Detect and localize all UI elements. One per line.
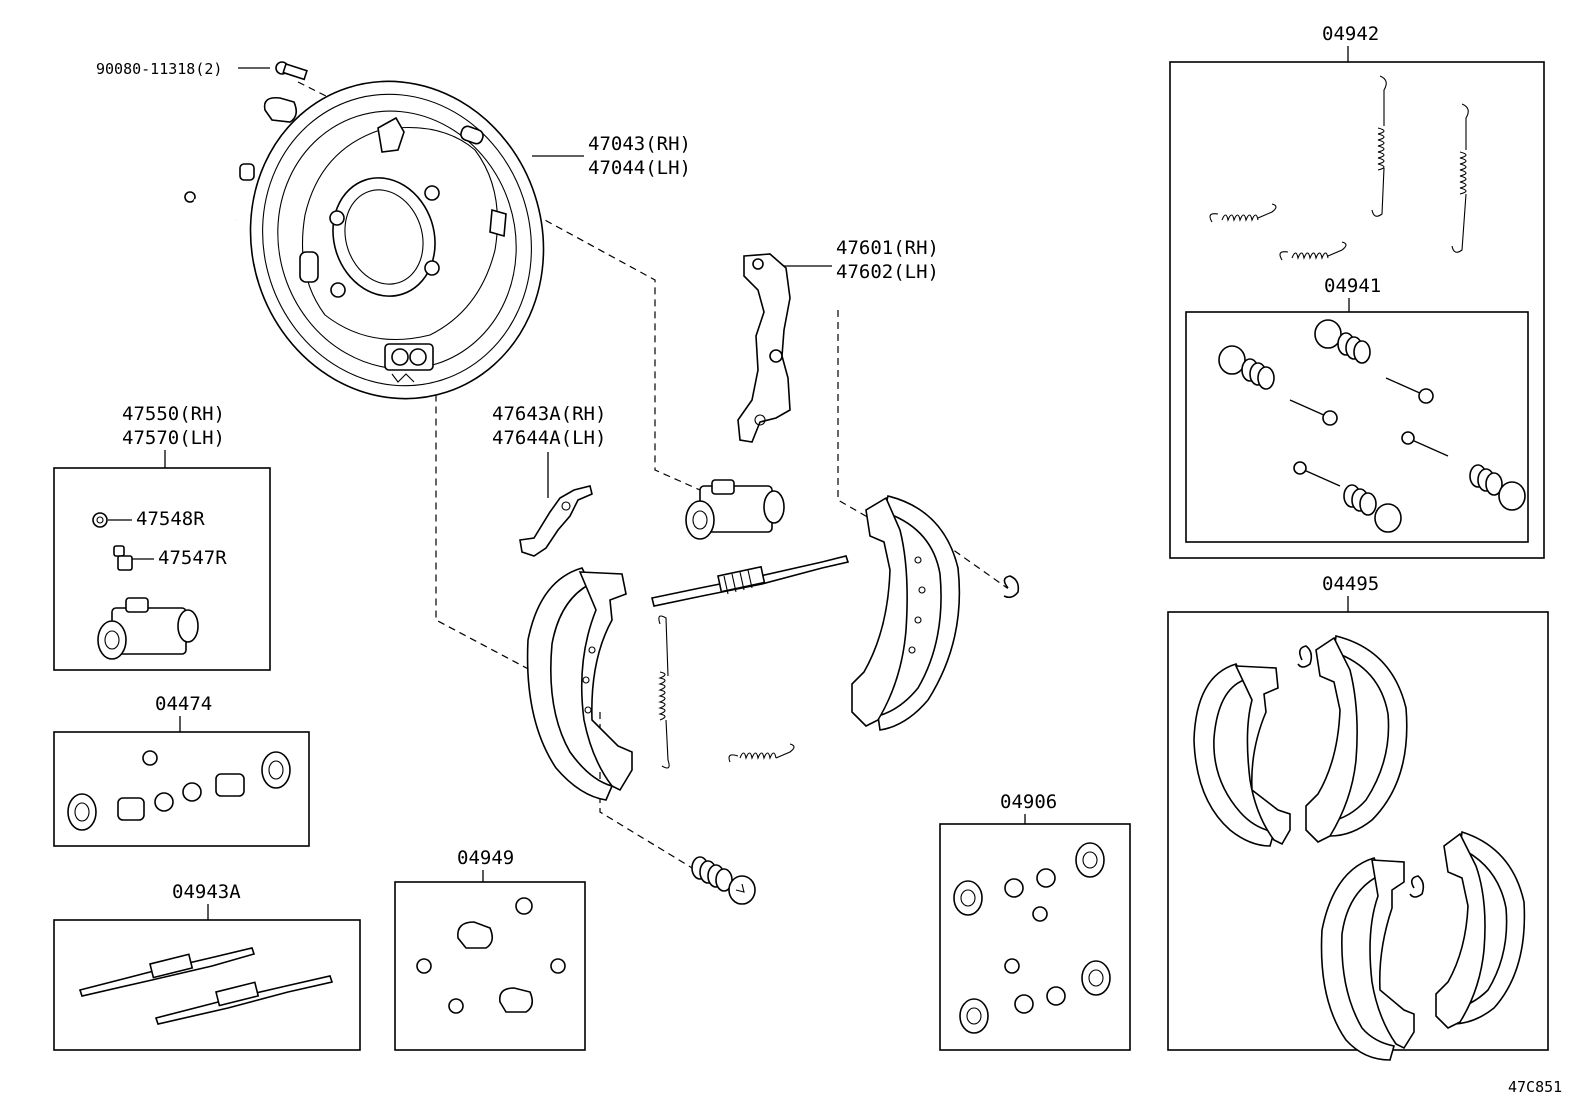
kit-04474-parts bbox=[67, 750, 291, 831]
box-04906 bbox=[939, 823, 1131, 1051]
plug-grommet bbox=[263, 96, 298, 123]
hold-down-spring bbox=[691, 856, 756, 905]
kit-04949-parts bbox=[416, 897, 566, 1014]
brake-shoe-left bbox=[526, 567, 633, 801]
label-kit-04942: 04942 bbox=[1322, 23, 1379, 45]
kit-04942-parts bbox=[1209, 75, 1469, 261]
label-wheel-cyl-lh: 47570(LH) bbox=[122, 427, 225, 449]
label-kit-04474: 04474 bbox=[155, 693, 212, 715]
return-spring-vertical bbox=[658, 615, 670, 769]
box-wheel-cylinder bbox=[53, 467, 271, 671]
label-backing-plate-lh: 47044(LH) bbox=[588, 157, 691, 179]
label-bolt: 90080-11318(2) bbox=[96, 60, 222, 78]
label-kit-04949: 04949 bbox=[457, 847, 514, 869]
anchor-pin bbox=[184, 191, 237, 222]
adjusting-spring bbox=[728, 743, 795, 763]
small-plug bbox=[239, 163, 255, 181]
label-parking-lever-rh: 47601(RH) bbox=[836, 237, 939, 259]
box-04474 bbox=[53, 731, 310, 847]
bleeder-cap bbox=[92, 512, 108, 528]
parking-brake-lever bbox=[737, 253, 791, 443]
wheel-cylinder-main bbox=[685, 479, 785, 540]
bleeder-plug bbox=[113, 545, 133, 571]
box-04942 bbox=[1169, 61, 1545, 559]
box-04943a bbox=[53, 919, 361, 1051]
brake-shoe-right bbox=[851, 495, 961, 731]
label-kit-04943a: 04943A bbox=[172, 881, 241, 903]
label-strut-rh: 47643A(RH) bbox=[492, 403, 606, 425]
label-backing-plate-rh: 47043(RH) bbox=[588, 133, 691, 155]
adjuster-assembly bbox=[651, 555, 850, 607]
label-bleeder-plug: 47547R bbox=[158, 547, 227, 569]
label-strut-lh: 47644A(LH) bbox=[492, 427, 606, 449]
label-kit-04495: 04495 bbox=[1322, 573, 1379, 595]
box-04941 bbox=[1185, 311, 1529, 543]
label-ref: 47C851 bbox=[1508, 1078, 1562, 1096]
backing-plate bbox=[249, 80, 545, 400]
kit-04943a-parts bbox=[78, 947, 334, 1025]
wheel-cylinder-assy bbox=[97, 597, 199, 660]
retaining-clip bbox=[1003, 575, 1020, 599]
label-kit-04906: 04906 bbox=[1000, 791, 1057, 813]
bolt bbox=[275, 61, 308, 81]
label-kit-04941: 04941 bbox=[1324, 275, 1381, 297]
box-04949 bbox=[394, 881, 586, 1051]
label-parking-lever-lh: 47602(LH) bbox=[836, 261, 939, 283]
label-wheel-cyl-rh: 47550(RH) bbox=[122, 403, 225, 425]
kit-04495-parts bbox=[1193, 635, 1526, 1061]
kit-04906-parts bbox=[953, 842, 1111, 1034]
kit-04941-parts bbox=[1218, 319, 1526, 533]
strut bbox=[519, 485, 593, 557]
label-bleeder-cap: 47548R bbox=[136, 508, 205, 530]
